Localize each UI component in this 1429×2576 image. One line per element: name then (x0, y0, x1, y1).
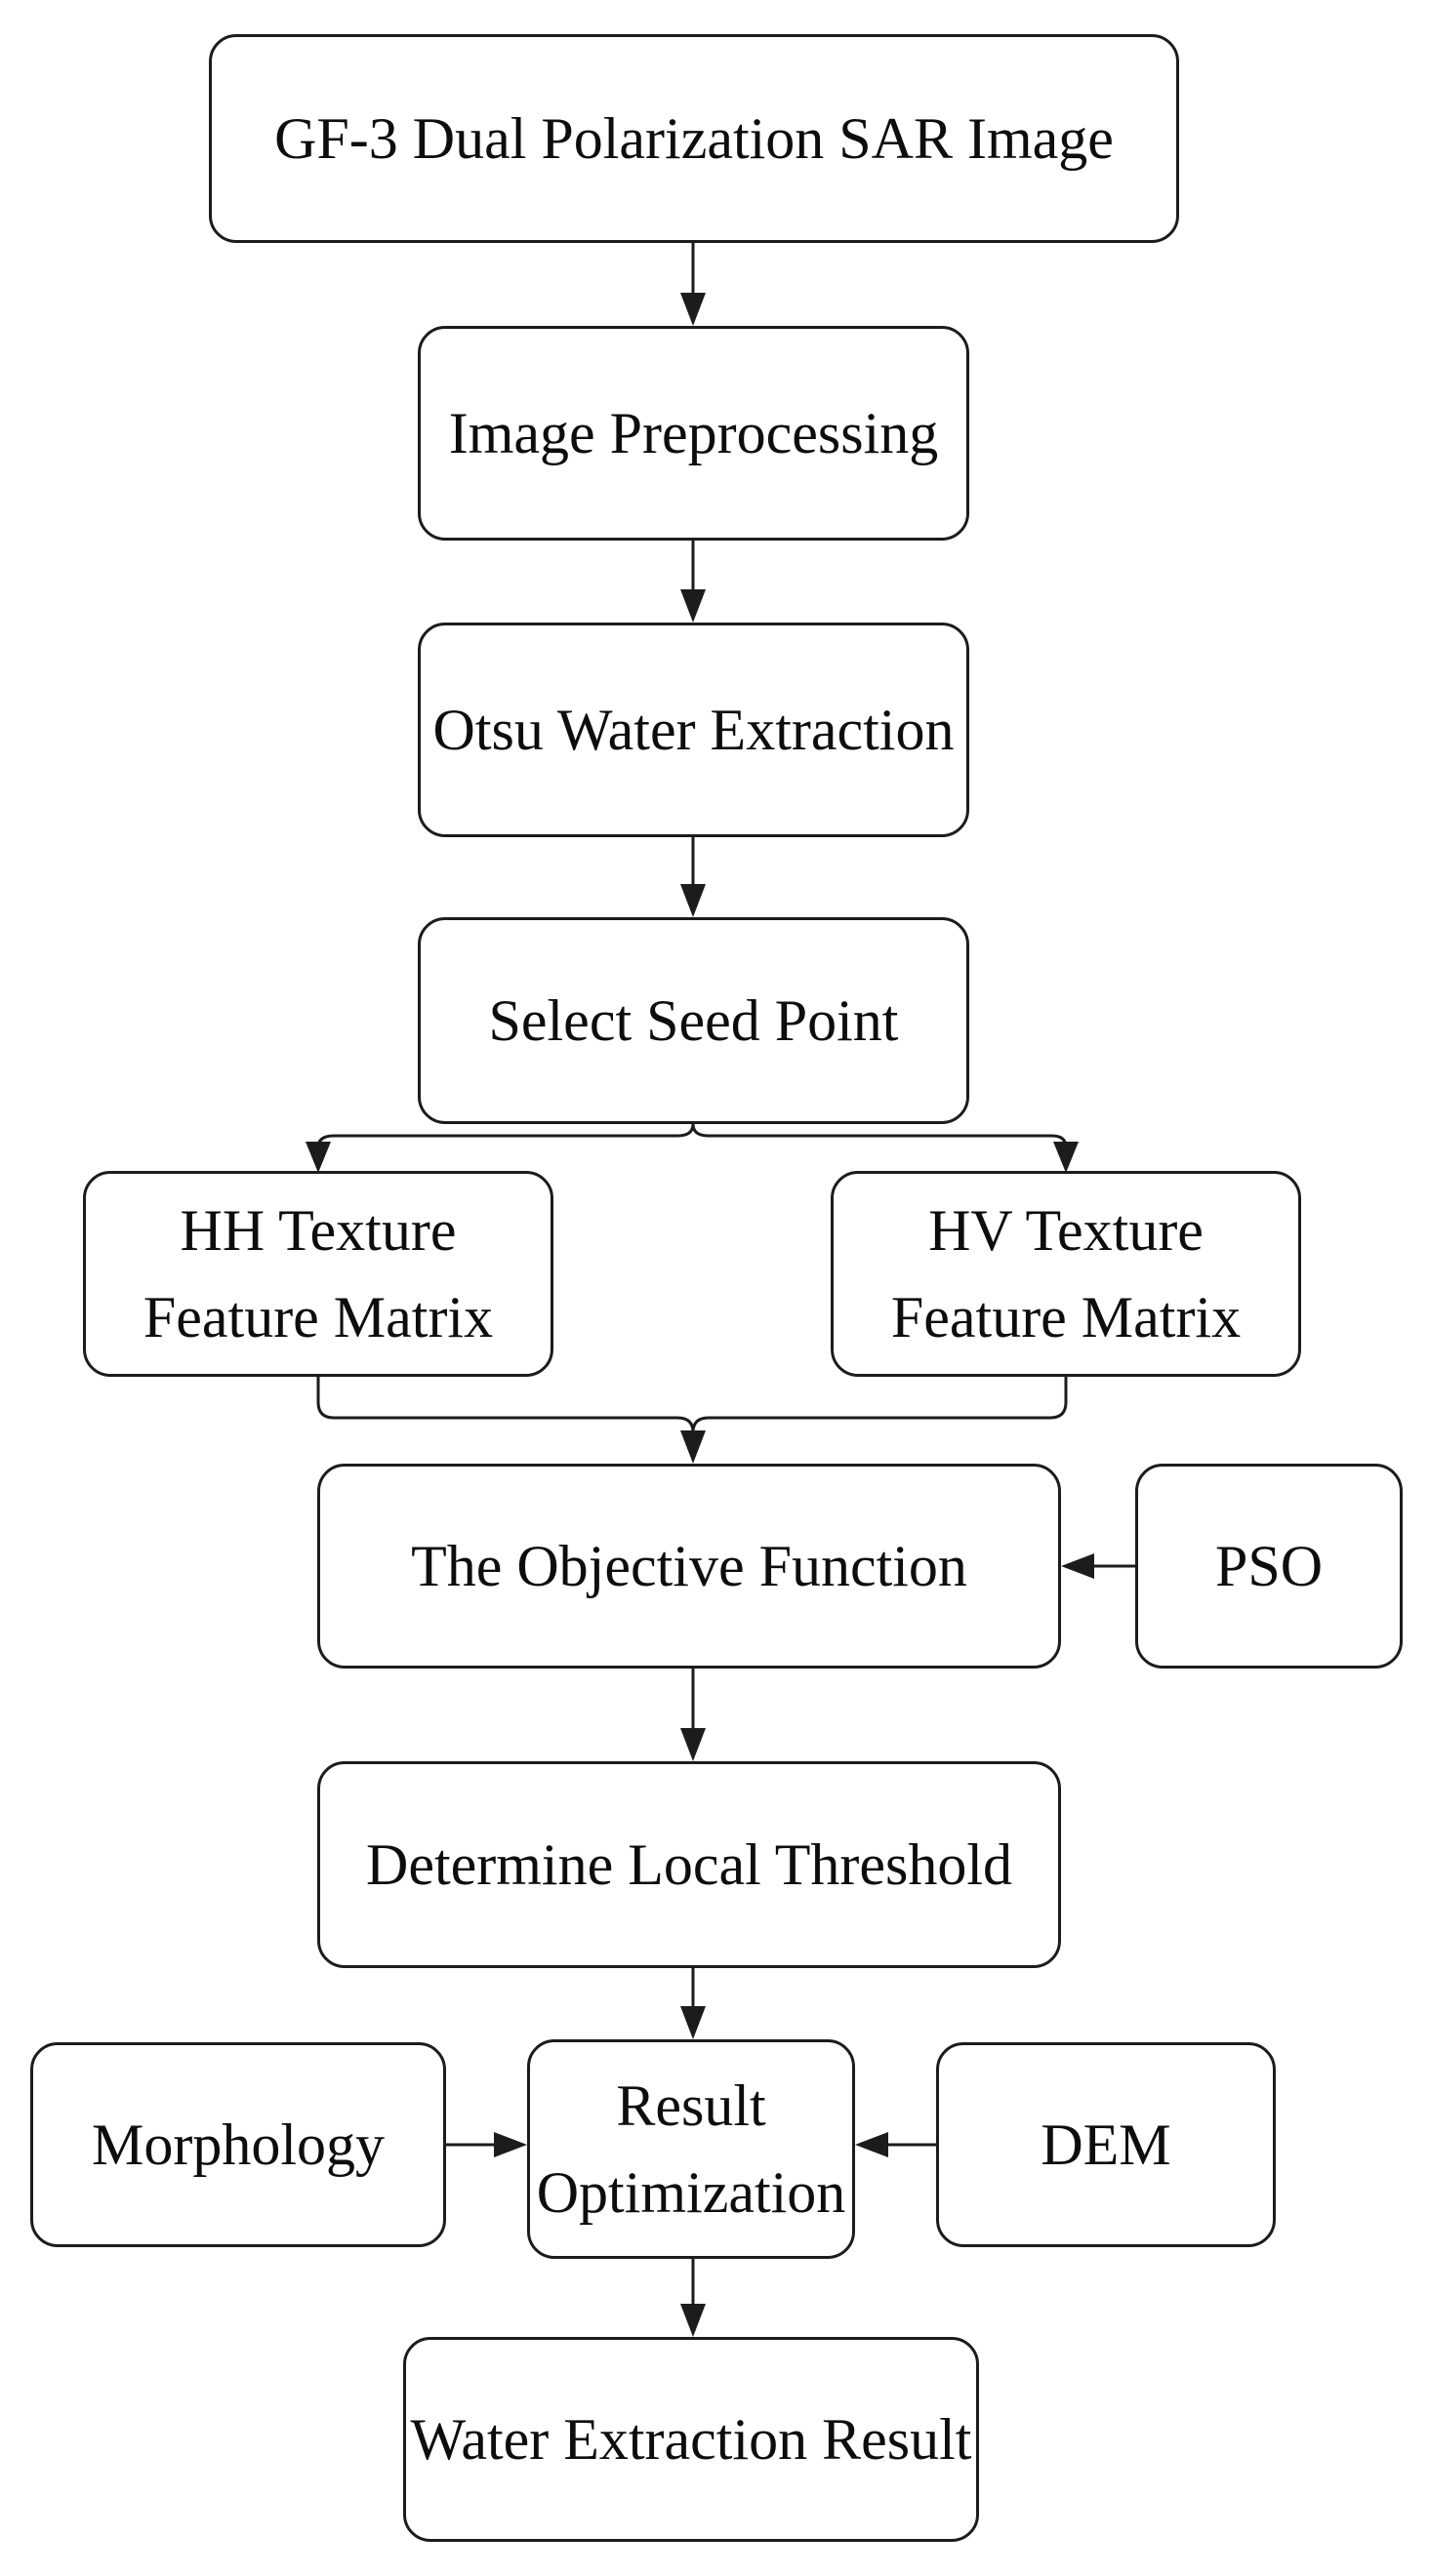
node-water-extraction-result-label: Water Extraction Result (410, 2406, 972, 2472)
node-morphology-label: Morphology (92, 2112, 385, 2177)
edge-resultopt-to-result (680, 2259, 706, 2337)
edge-pso-to-objective (1061, 1553, 1135, 1579)
edge-morphology-to-resultopt (446, 2132, 527, 2157)
edge-dem-to-resultopt (855, 2132, 936, 2157)
node-objective-function-label: The Objective Function (411, 1533, 967, 1598)
node-gf3-sar-image: GF-3 Dual Polarization SAR Image (209, 34, 1179, 243)
node-morphology: Morphology (30, 2042, 446, 2247)
node-pso-label: PSO (1214, 1533, 1324, 1598)
node-water-extraction-result: Water Extraction Result (403, 2337, 979, 2542)
node-hh-texture-feature-matrix: HH Texture Feature Matrix (83, 1171, 553, 1377)
node-image-preprocessing-label: Image Preprocessing (448, 400, 939, 465)
node-hv-texture-line1: HV Texture (928, 1197, 1204, 1263)
node-hh-texture-line1: HH Texture (180, 1197, 457, 1263)
edge-seed-to-hh (306, 1123, 695, 1173)
node-select-seed-point-label: Select Seed Point (488, 987, 899, 1053)
edge-gf3-to-preprocessing (680, 243, 706, 326)
edge-seed-to-hv (691, 1123, 1079, 1173)
node-gf3-sar-image-label: GF-3 Dual Polarization SAR Image (274, 105, 1114, 171)
edge-otsu-to-seed (680, 837, 706, 917)
node-pso: PSO (1135, 1464, 1403, 1669)
node-result-optimization: Result Optimization (527, 2039, 855, 2259)
edge-hv-to-objective (691, 1377, 1068, 1433)
edge-objective-to-threshold (680, 1669, 706, 1761)
node-hv-texture-feature-matrix: HV Texture Feature Matrix (831, 1171, 1301, 1377)
node-image-preprocessing: Image Preprocessing (418, 326, 969, 541)
node-objective-function: The Objective Function (317, 1464, 1061, 1669)
edge-merge-arrow (680, 1430, 706, 1464)
node-dem: DEM (936, 2042, 1276, 2247)
node-determine-local-threshold-label: Determine Local Threshold (366, 1831, 1012, 1897)
node-result-optimization-line1: Result (616, 2073, 766, 2138)
node-dem-label: DEM (1041, 2112, 1171, 2177)
node-determine-local-threshold: Determine Local Threshold (317, 1761, 1061, 1968)
node-hv-texture-line2: Feature Matrix (890, 1284, 1242, 1349)
edge-hh-to-objective (316, 1377, 695, 1433)
edge-threshold-to-resultopt (680, 1968, 706, 2039)
node-otsu-water-extraction: Otsu Water Extraction (418, 623, 969, 837)
node-select-seed-point: Select Seed Point (418, 917, 969, 1124)
node-result-optimization-line2: Optimization (536, 2159, 846, 2225)
edge-preprocessing-to-otsu (680, 541, 706, 623)
node-otsu-water-extraction-label: Otsu Water Extraction (432, 697, 955, 762)
node-hh-texture-line2: Feature Matrix (143, 1284, 494, 1349)
